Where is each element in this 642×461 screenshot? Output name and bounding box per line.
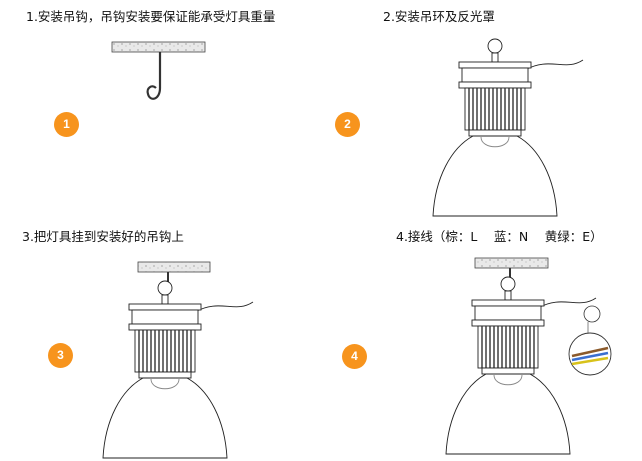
wire-yellow-green (571, 356, 609, 366)
step-badge-2: 2 (335, 112, 360, 137)
step-badge-3: 3 (48, 343, 73, 368)
ceiling-plate (111, 41, 206, 53)
wire-blue (571, 351, 609, 362)
ceiling-plate (137, 261, 211, 273)
step-badge-1: 1 (54, 112, 79, 137)
step-2-caption: 2.安装吊环及反光罩 (383, 9, 495, 24)
step-1-caption: 1.安装吊钩，吊钩安装要保证能承受灯具重量 (26, 9, 276, 24)
lamp-drawing (432, 38, 584, 217)
lamp-drawing (102, 280, 254, 459)
ceiling-plate (474, 257, 549, 269)
wire-end-marker (583, 305, 601, 323)
step-4-caption: 4.接线（棕：L 蓝：N 黄绿：E） (396, 229, 603, 244)
hook-icon (146, 52, 162, 100)
wire-brown (571, 346, 609, 358)
wire-detail-inset (568, 332, 612, 376)
step-3-caption: 3.把灯具挂到安装好的吊钩上 (22, 229, 184, 244)
step-badge-4: 4 (342, 344, 367, 369)
